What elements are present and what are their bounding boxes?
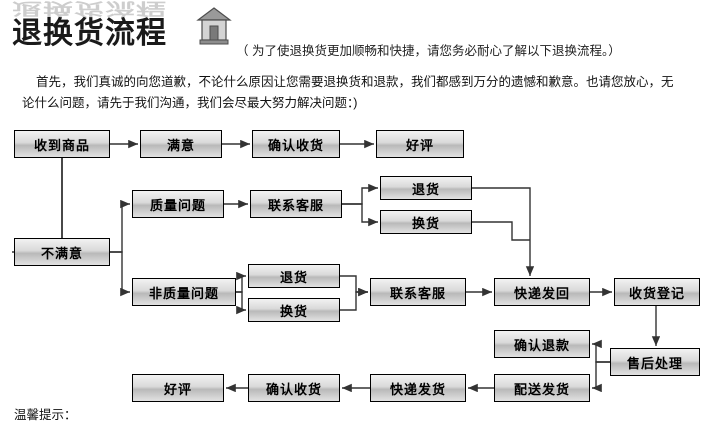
flow-node-n8: 换货 xyxy=(380,210,472,234)
flow-node-n11: 退货 xyxy=(248,264,340,288)
flow-node-n5: 质量问题 xyxy=(132,190,224,218)
page-title: 退换货流程 xyxy=(12,16,167,51)
flow-node-n13: 联系客服 xyxy=(370,278,466,306)
flow-node-n17: 售后处理 xyxy=(610,348,700,376)
house-icon xyxy=(196,7,232,45)
flow-node-n3: 确认收货 xyxy=(252,130,340,158)
intro-line-1: 首先，我们真诚的向您道歉，不论什么原因让您需要退换货和退款，我们都感到万分的遗憾… xyxy=(36,75,674,89)
flow-node-n20: 确认收货 xyxy=(248,374,340,402)
flow-node-n16: 确认退款 xyxy=(494,330,590,358)
intro-paragraph: 首先，我们真诚的向您道歉，不论什么原因让您需要退换货和退款，我们都感到万分的遗憾… xyxy=(22,72,686,114)
flow-node-n21: 好评 xyxy=(132,374,224,402)
flow-node-n12: 换货 xyxy=(248,298,340,322)
flow-node-n14: 快递发回 xyxy=(494,278,590,306)
flow-node-n10: 非质量问题 xyxy=(132,278,236,306)
flow-node-n4: 好评 xyxy=(376,130,464,158)
intro-line-2: 论什么问题，请先于我们沟通，我们会尽最大努力解决问题：) xyxy=(22,96,358,110)
flow-node-n15: 收货登记 xyxy=(614,278,700,306)
flow-node-n9: 不满意 xyxy=(14,238,110,266)
flow-node-n7: 退货 xyxy=(380,176,472,200)
footer-note: 温馨提示： xyxy=(14,408,77,422)
flow-node-n2: 满意 xyxy=(140,130,222,158)
flow-node-n1: 收到商品 xyxy=(14,130,110,158)
flow-node-n18: 配送发货 xyxy=(494,374,590,402)
flow-node-n6: 联系客服 xyxy=(250,190,342,218)
flow-node-n19: 快递发货 xyxy=(370,374,466,402)
page-subtitle: （ 为了使退换货更加顺畅和快捷，请您务必耐心了解以下退换流程。） xyxy=(236,44,621,58)
